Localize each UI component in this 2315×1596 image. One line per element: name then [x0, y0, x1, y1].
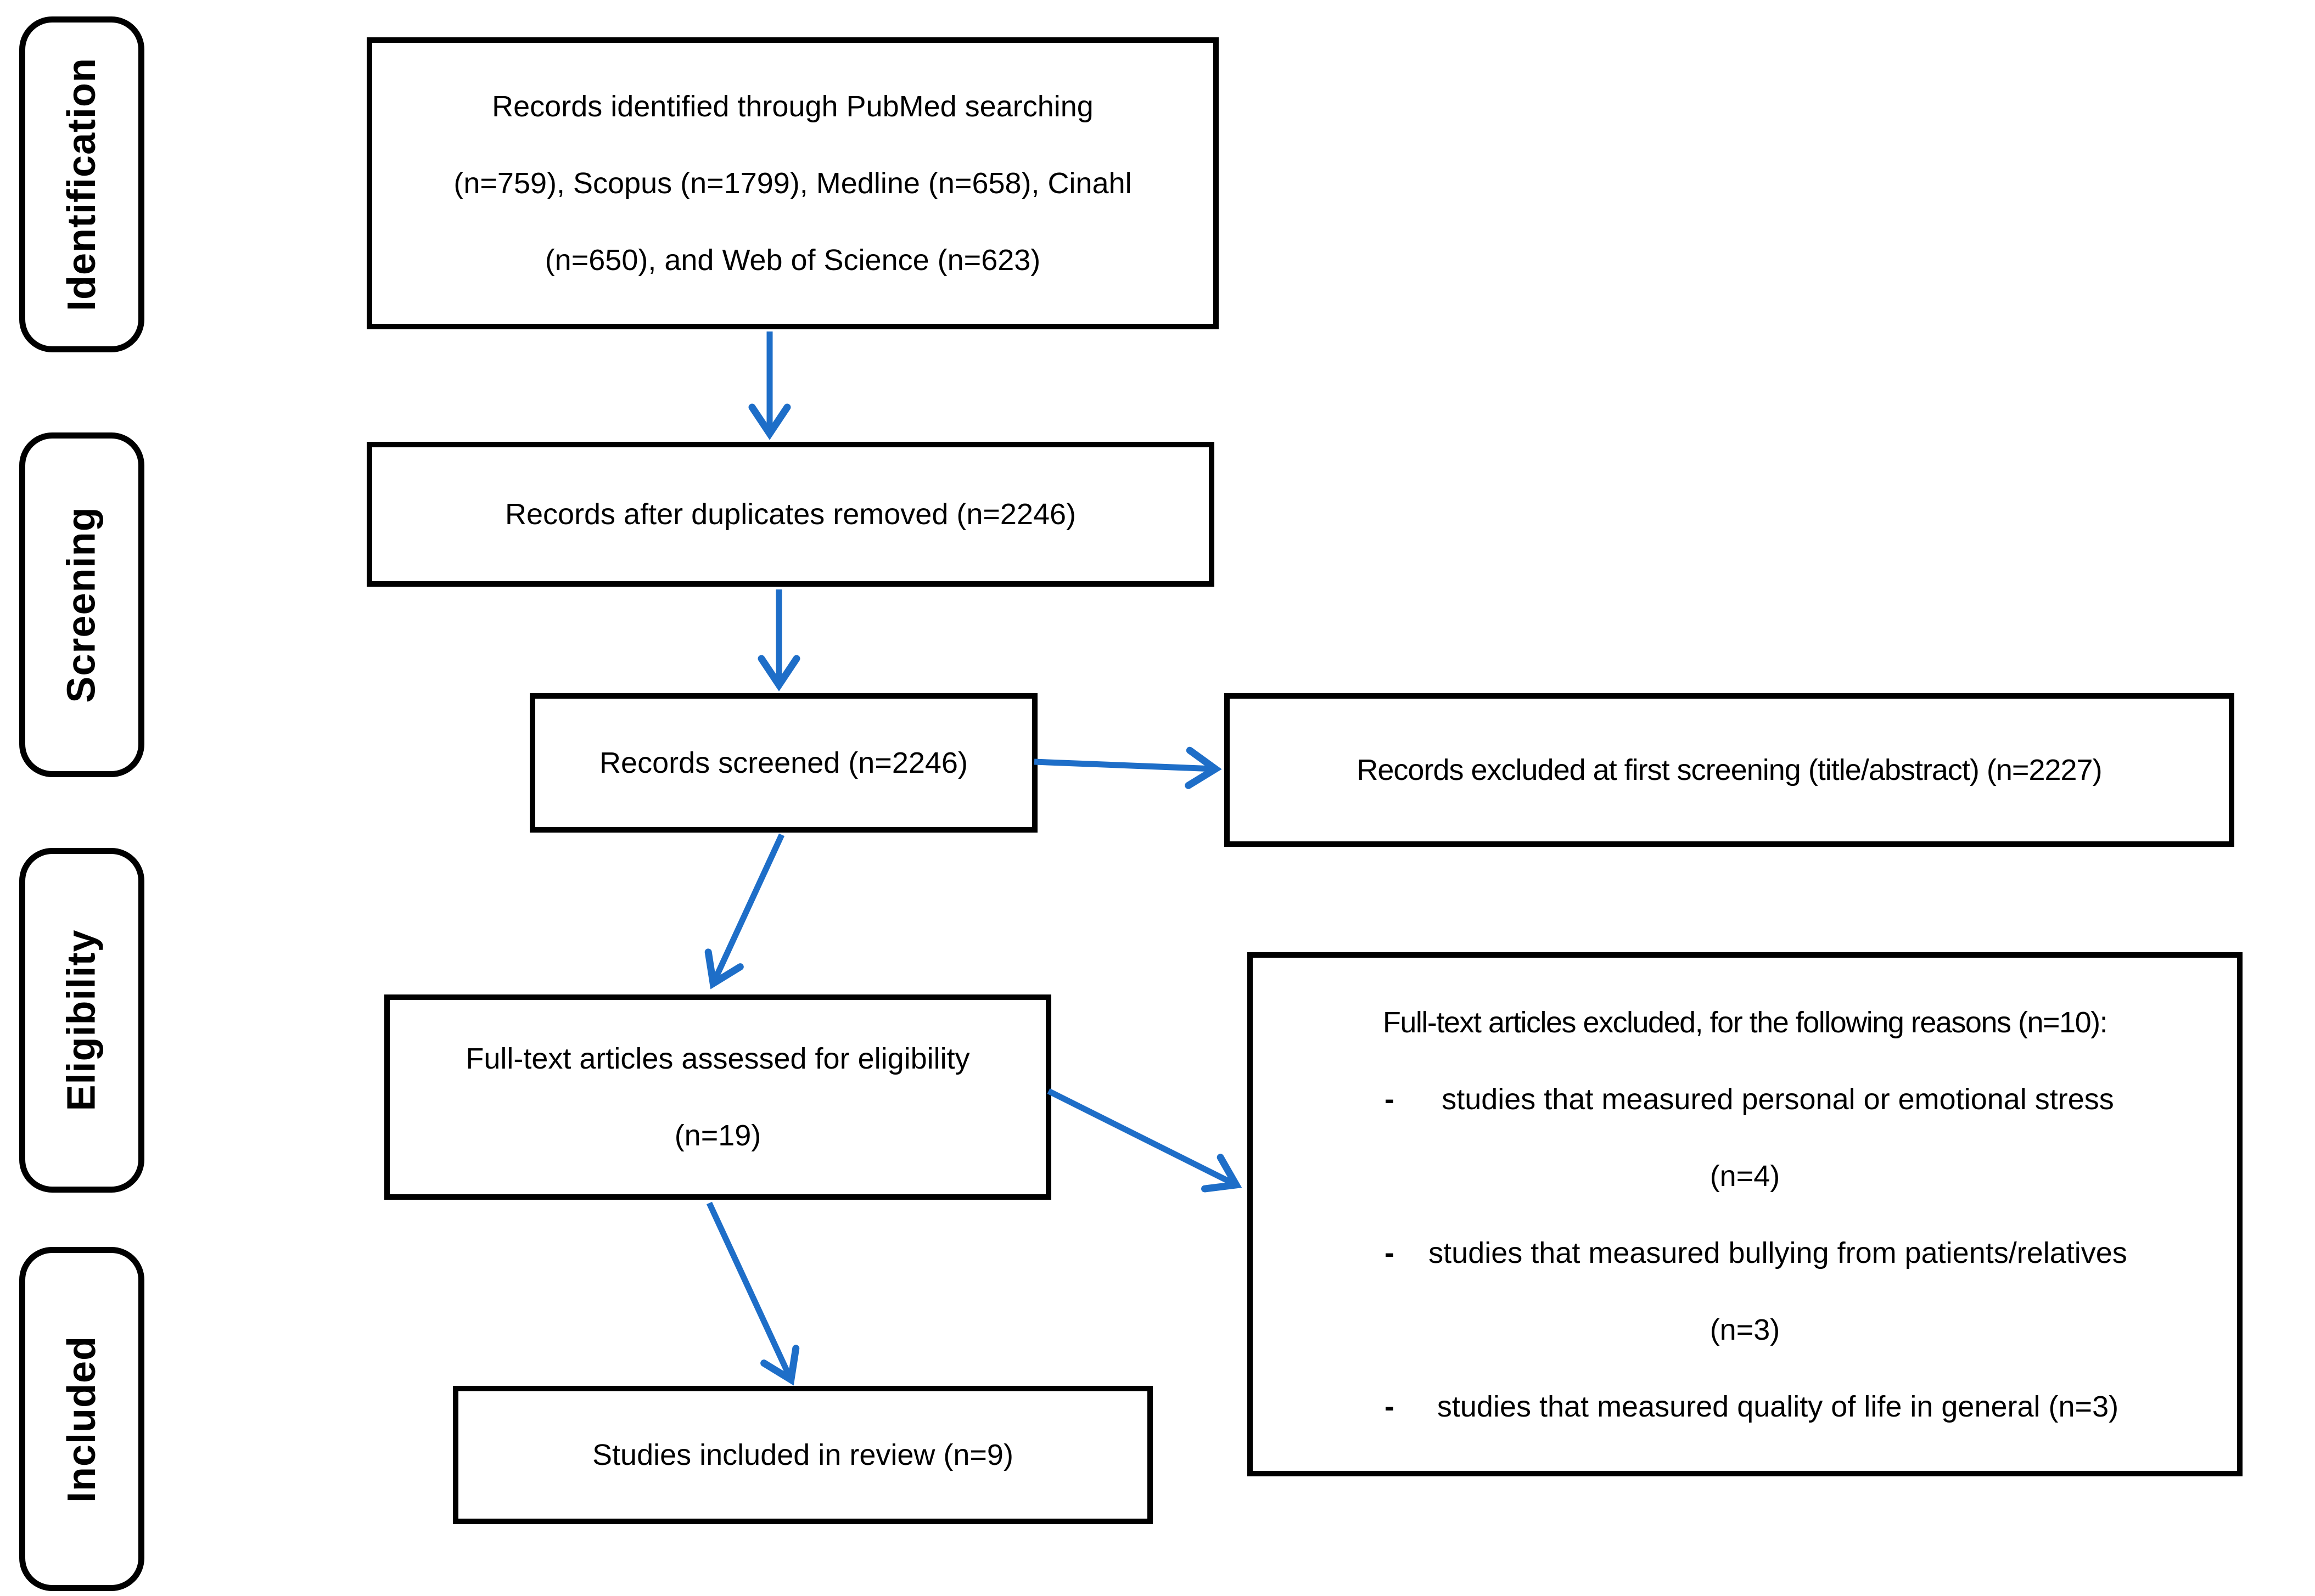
- exclusion-bullet: - studies that measured quality of life …: [1253, 1368, 2237, 1445]
- box-text-line: (n=759), Scopus (n=1799), Medline (n=658…: [453, 167, 1132, 200]
- exclusion-bullet: - studies that measured bullying from pa…: [1253, 1215, 2237, 1291]
- bullet-dash: -: [1384, 1236, 1394, 1269]
- arrow-fulltext-to-included: [707, 1201, 800, 1386]
- box-studies-included: Studies included in review (n=9): [453, 1386, 1153, 1524]
- arrow-screened-to-excluded: [1034, 746, 1222, 789]
- stage-label: Included: [60, 1335, 104, 1503]
- stage-included: Included: [19, 1247, 144, 1591]
- stage-identification: Identification: [19, 16, 144, 352]
- arrow-fulltext-to-excluded: [1047, 1088, 1242, 1193]
- box-records-identified: Records identified through PubMed search…: [367, 37, 1219, 329]
- stage-eligibility: Eligibility: [19, 848, 144, 1193]
- box-fulltext-assessed: Full-text articles assessed for eligibil…: [384, 994, 1051, 1200]
- box-text-line: Records after duplicates removed (n=2246…: [505, 498, 1077, 531]
- exclusion-bullet: - studies that measured personal or emot…: [1253, 1061, 2237, 1138]
- box-text-line: Full-text articles assessed for eligibil…: [466, 1042, 970, 1075]
- box-duplicates-removed: Records after duplicates removed (n=2246…: [367, 442, 1214, 587]
- box-text-line: Studies included in review (n=9): [592, 1438, 1013, 1471]
- bullet-text: studies that measured personal or emotio…: [1442, 1082, 2114, 1116]
- stage-label: Screening: [60, 507, 104, 703]
- stage-screening: Screening: [19, 432, 144, 777]
- bullet-text: studies that measured bullying from pati…: [1428, 1236, 2127, 1269]
- bullet-count: (n=3): [1709, 1313, 1780, 1346]
- box-records-screened: Records screened (n=2246): [530, 693, 1038, 833]
- stage-label: Eligibility: [60, 929, 104, 1111]
- stage-label: Identification: [60, 58, 104, 311]
- box-fulltext-excluded: Full-text articles excluded, for the fol…: [1247, 952, 2243, 1476]
- box-excluded-first-screening: Records excluded at first screening (tit…: [1224, 693, 2234, 847]
- arrow-screened-to-fulltext: [704, 833, 784, 990]
- box-text-line: Records screened (n=2246): [599, 746, 968, 779]
- bullet-text: studies that measured quality of life in…: [1437, 1390, 2119, 1423]
- box-text-line: (n=19): [674, 1119, 761, 1152]
- box-text-line: Records excluded at first screening (tit…: [1357, 754, 2102, 786]
- box-text-line: (n=650), and Web of Science (n=623): [545, 244, 1041, 277]
- bullet-dash: -: [1384, 1390, 1394, 1423]
- bullet-dash: -: [1384, 1082, 1394, 1116]
- box-text-line: Records identified through PubMed search…: [492, 90, 1094, 123]
- exclusion-header: Full-text articles excluded, for the fol…: [1382, 1005, 2108, 1039]
- bullet-count: (n=4): [1709, 1159, 1780, 1193]
